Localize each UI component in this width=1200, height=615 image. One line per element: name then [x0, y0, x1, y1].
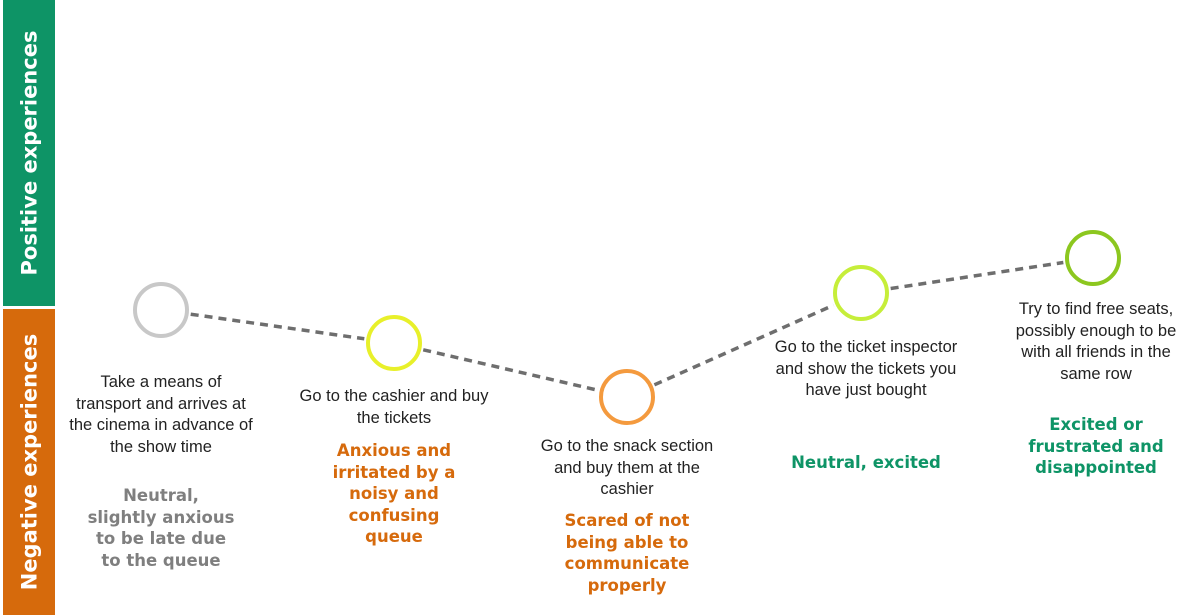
step-5-node [1065, 230, 1121, 286]
positive-experiences-band: Positive experiences [3, 0, 55, 306]
step-5-description: Try to find free seats, possibly enough … [1015, 300, 1177, 383]
connector-3-to-4 [653, 303, 835, 387]
step-4-node [833, 265, 889, 321]
step-1-emotion: Neutral, slightly anxious to be late due… [87, 486, 235, 570]
step-4-description: Go to the ticket inspector and show the … [774, 338, 958, 399]
step-3-emotion: Scared of not being able to communicate … [564, 511, 690, 595]
connector-2-to-3 [422, 348, 599, 392]
step-1-node [133, 282, 189, 338]
connector-4-to-5 [890, 260, 1064, 291]
step-1-description: Take a means of transport and arrives at… [69, 373, 253, 456]
step-2-description: Go to the cashier and buy the tickets [299, 387, 489, 427]
step-4-emotion: Neutral, excited [791, 453, 941, 472]
negative-experiences-band: Negative experiences [3, 309, 55, 615]
step-3-node [599, 369, 655, 425]
step-2-emotion: Anxious and irritated by a noisy and con… [332, 441, 456, 546]
step-3-description: Go to the snack section and buy them at … [540, 437, 714, 498]
connector-1-to-2 [190, 312, 365, 341]
step-2-node [366, 315, 422, 371]
step-5-emotion: Excited or frustrated and disappointed [1028, 415, 1164, 477]
